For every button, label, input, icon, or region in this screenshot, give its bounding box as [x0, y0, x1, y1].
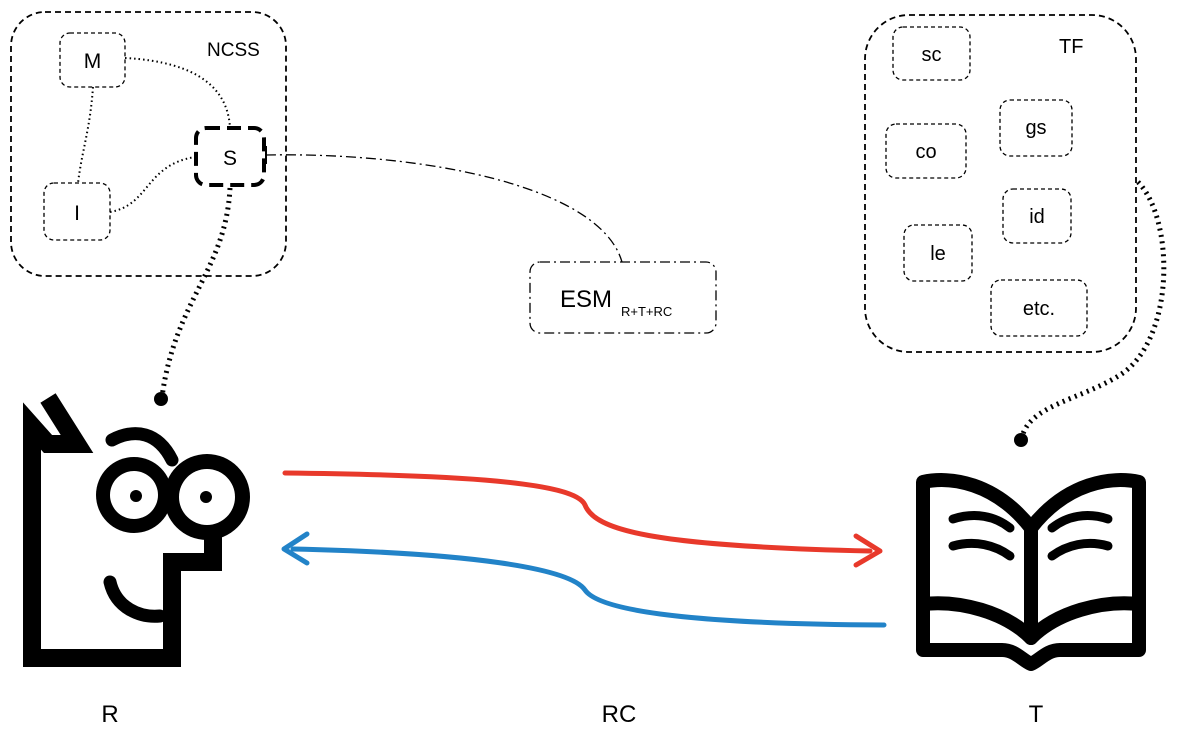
tf-item-le	[903, 224, 973, 282]
book-icon	[916, 473, 1146, 671]
reader-icon	[23, 393, 250, 667]
edge-i-s	[109, 156, 196, 213]
link-s-reader-dot	[154, 392, 168, 406]
ncss-node-s-label: S	[223, 147, 237, 170]
tf-item-sc	[892, 26, 971, 81]
tf-container	[864, 14, 1137, 353]
ncss-node-m	[59, 32, 126, 88]
tf-item-id	[1002, 188, 1072, 244]
tf-item-le-label: le	[930, 243, 946, 265]
tf-item-gs	[999, 99, 1073, 157]
tf-item-etc	[990, 279, 1088, 337]
ncss-node-i	[43, 182, 111, 241]
tf-item-co	[885, 123, 967, 179]
tf-item-id-label: id	[1029, 206, 1045, 228]
tf-title: TF	[1059, 36, 1083, 58]
esm-subscript: R+T+RC	[621, 304, 672, 319]
edge-m-i	[77, 86, 94, 184]
tf-item-sc-label: sc	[922, 44, 942, 66]
ncss-group: NCSS M I S	[10, 11, 287, 277]
esm-label: ESM	[560, 286, 612, 313]
link-s-reader	[159, 187, 233, 398]
tf-group: TF sc gs co id le etc.	[864, 14, 1137, 353]
tf-item-gs-label: gs	[1025, 117, 1046, 139]
ncss-node-m-label: M	[84, 50, 102, 73]
ncss-node-s	[194, 126, 266, 187]
ncss-container	[10, 11, 287, 277]
ncss-node-i-label: I	[74, 202, 80, 225]
esm-box	[529, 261, 717, 334]
edge-s-esm	[265, 154, 623, 263]
forward-arrow	[282, 470, 883, 568]
label-reader: R	[101, 701, 118, 728]
tf-item-co-label: co	[915, 141, 936, 163]
link-tf-text-dot	[1014, 433, 1028, 447]
label-text: T	[1029, 701, 1044, 728]
esm-box-group: ESM R+T+RC	[529, 261, 717, 334]
edge-m-s	[124, 57, 231, 129]
tf-item-etc-label: etc.	[1023, 298, 1055, 320]
backward-arrow	[281, 531, 887, 628]
label-relation: RC	[602, 701, 637, 728]
ncss-title: NCSS	[207, 40, 260, 61]
